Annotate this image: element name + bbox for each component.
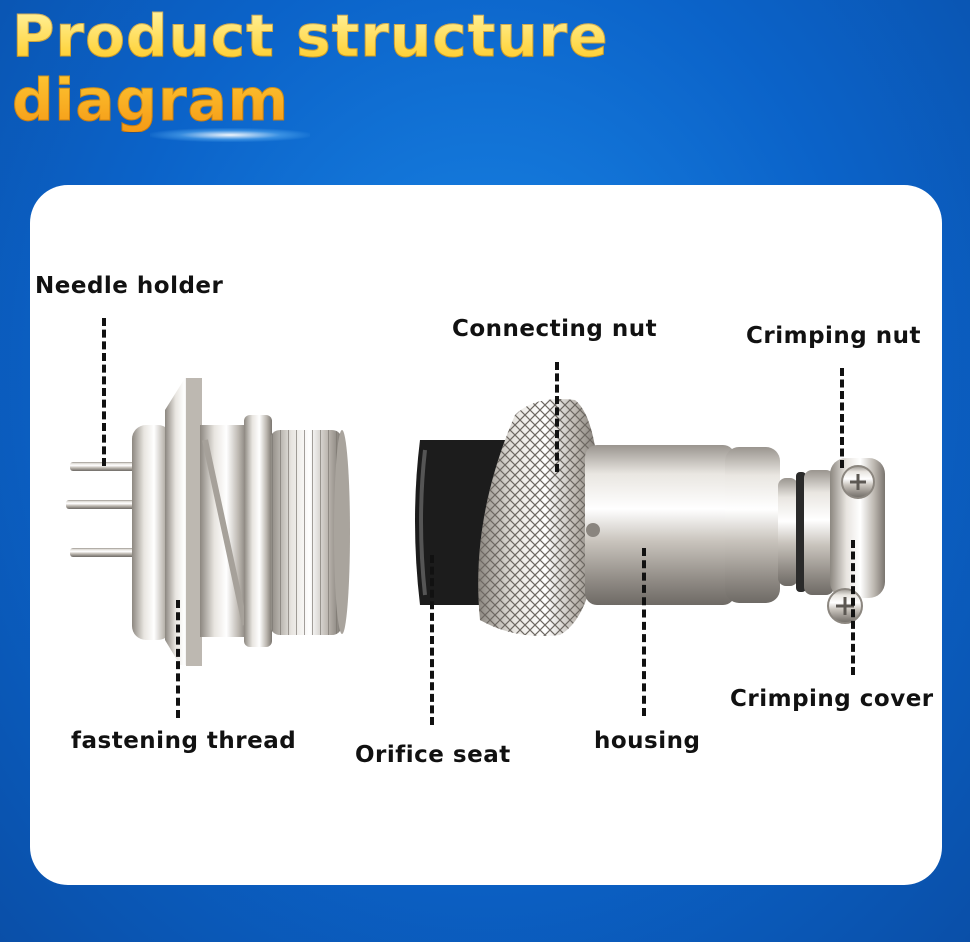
title-line-1: Product structure xyxy=(12,2,609,70)
receptacle-body xyxy=(132,378,350,666)
label-crimping-cover: Crimping cover xyxy=(730,686,934,712)
leader-crimping-nut xyxy=(840,368,844,468)
leader-connecting-nut xyxy=(555,362,559,472)
label-connecting-nut: Connecting nut xyxy=(452,316,658,342)
page-title: Product structure diagram xyxy=(12,2,609,134)
leader-housing xyxy=(642,548,646,716)
leader-orifice-seat xyxy=(430,555,434,725)
knurled-nut xyxy=(478,399,600,636)
leader-needle-holder xyxy=(102,318,106,466)
title-line-2: diagram xyxy=(12,66,290,134)
label-needle-holder: Needle holder xyxy=(35,273,224,299)
label-crimping-nut: Crimping nut xyxy=(746,323,922,349)
crimp-assembly xyxy=(778,458,885,624)
label-fastening-thread: fastening thread xyxy=(71,728,297,754)
leader-fastening-thread xyxy=(176,600,180,718)
title-glow xyxy=(150,128,310,142)
label-orifice-seat: Orifice seat xyxy=(355,742,511,768)
housing-body xyxy=(585,445,780,605)
label-housing: housing xyxy=(594,728,701,754)
needle-pins xyxy=(66,462,140,557)
leader-crimping-cover xyxy=(851,540,855,675)
